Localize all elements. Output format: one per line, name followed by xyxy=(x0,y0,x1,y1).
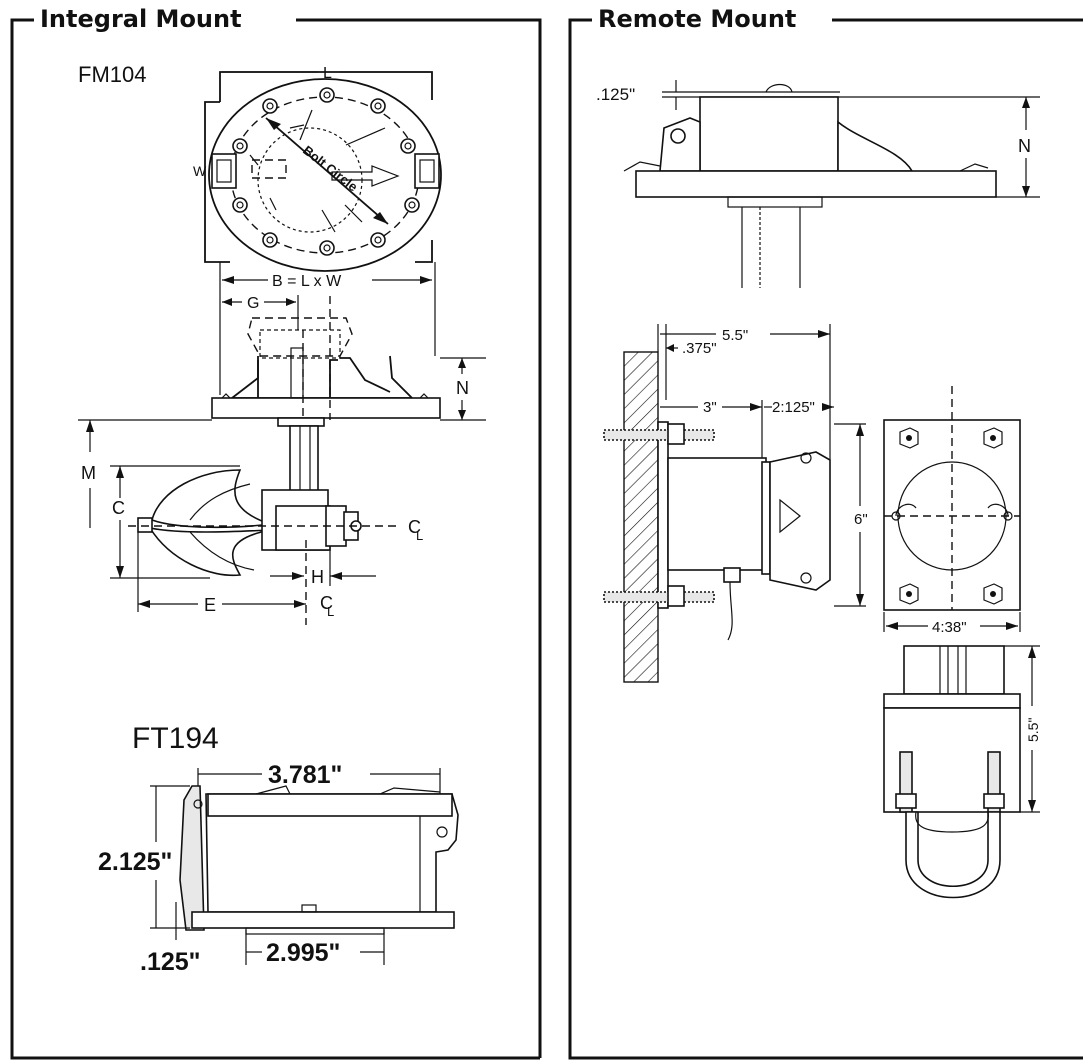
remote-d3-label: 3" xyxy=(703,399,717,416)
remote-top-gap-label: .125" xyxy=(596,85,635,104)
ft-width-label: 3.781" xyxy=(268,761,342,789)
dim-G: G xyxy=(222,295,299,330)
remote-d55-side-label: 5.5" xyxy=(1025,718,1041,742)
centerline-1-sub: L xyxy=(416,528,423,543)
dim-M-C: M C xyxy=(78,419,240,579)
right-lug xyxy=(414,153,440,189)
dim-N-label: N xyxy=(456,378,469,398)
centerline-1-label: C xyxy=(408,517,421,537)
wall-hatch xyxy=(623,351,659,683)
ft-base-label: .125" xyxy=(140,948,201,976)
remote-d6-label: 6" xyxy=(854,511,868,528)
remote-d2125-label: 2:125" xyxy=(772,399,815,416)
remote-pipe-view: 5.5" xyxy=(883,645,1041,899)
remote-panel-frame-left xyxy=(568,18,1083,1060)
dim-L-label: L xyxy=(323,65,332,82)
bolt-circle-label: Bolt Circle xyxy=(300,143,360,195)
left-lug xyxy=(211,153,237,189)
dim-H: H xyxy=(270,546,376,587)
remote-side-view: .125" N xyxy=(596,80,1040,288)
remote-N-label: N xyxy=(1018,136,1031,156)
dim-C-label: C xyxy=(112,498,125,518)
dim-N-integral: N xyxy=(440,357,486,421)
fm104-side-view xyxy=(211,296,441,497)
remote-panel-title: Remote Mount xyxy=(598,5,796,33)
dim-H-label: H xyxy=(311,567,324,587)
integral-panel-frame-right xyxy=(296,18,542,1058)
dim-G-label: G xyxy=(247,295,259,312)
dim-E: E xyxy=(137,532,307,625)
ft194-model-label: FT194 xyxy=(132,722,219,755)
integral-panel-title: Integral Mount xyxy=(40,5,242,33)
dim-W-label: W xyxy=(193,163,207,179)
dim-B: B = L x W xyxy=(219,262,436,395)
fm104-top-view: L xyxy=(193,65,442,272)
ft194-view: 3.781" 2.125" .125" 2.995" xyxy=(98,761,459,976)
integral-mount-panel: Integral Mount xyxy=(10,5,542,1060)
remote-d55-top-label: 5.5" xyxy=(722,327,748,344)
integral-panel-frame-left xyxy=(10,18,540,1060)
paddle-rotor xyxy=(128,469,400,577)
dim-M-label: M xyxy=(81,463,96,483)
remote-wall-view: 5.5" .375" 3" 2:125" 6" xyxy=(603,324,868,683)
remote-d438-label: 4:38" xyxy=(932,619,967,636)
dim-E-label: E xyxy=(204,595,216,615)
ft-height-label: 2.125" xyxy=(98,848,172,876)
remote-d375-label: .375" xyxy=(682,340,717,357)
fm104-model-label: FM104 xyxy=(78,62,146,87)
remote-plate-view: 4:38" xyxy=(883,386,1021,636)
bolt-holes xyxy=(232,87,420,256)
remote-mount-panel: Remote Mount xyxy=(568,5,1083,1060)
centerline-2-sub: L xyxy=(327,604,334,619)
centerline-2-label: C xyxy=(320,593,333,613)
dim-B-label: B = L x W xyxy=(272,273,342,290)
ft-bottom-label: 2.995" xyxy=(266,939,340,967)
